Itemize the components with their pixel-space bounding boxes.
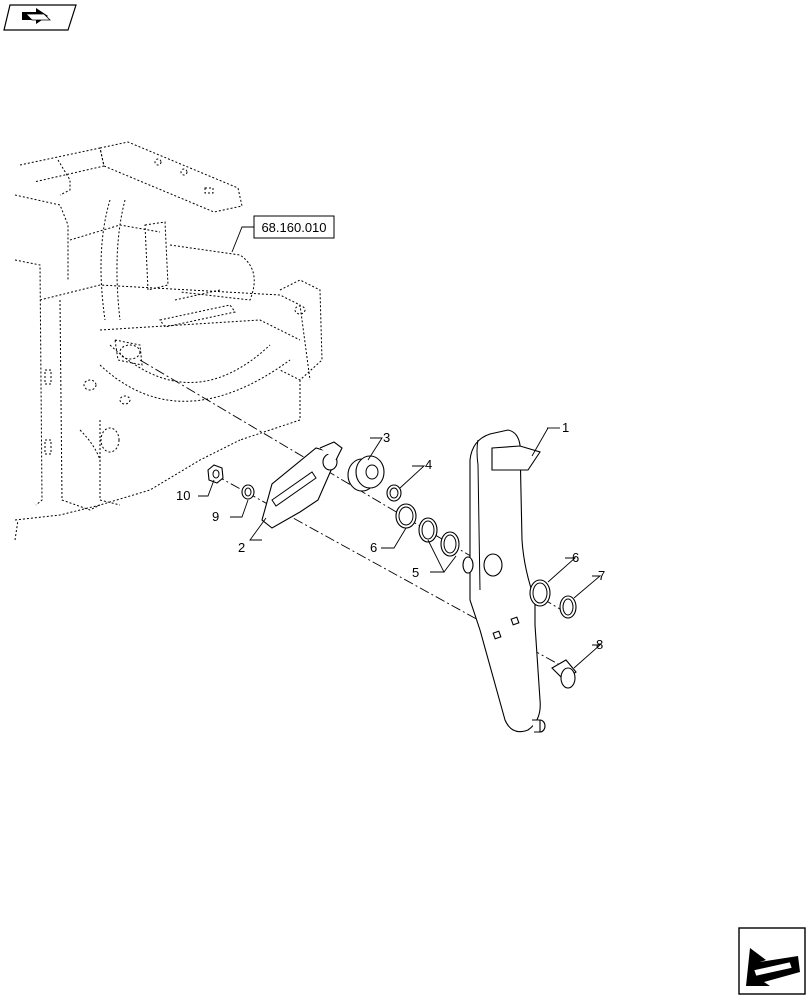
part-4-ring	[386, 484, 402, 502]
callout-7: 7	[598, 568, 605, 583]
part-7-clip	[559, 595, 577, 619]
book-arrow-icon[interactable]	[3, 4, 77, 31]
callout-6b: 6	[572, 550, 579, 565]
part-1-pedal-arm	[462, 429, 546, 733]
callout-10: 10	[176, 488, 190, 503]
reference-label[interactable]: 68.160.010	[231, 215, 335, 253]
callout-4: 4	[425, 457, 432, 472]
part-3-bushing	[347, 455, 385, 492]
reference-label-text: 68.160.010	[261, 220, 326, 235]
navigation-arrow-icon[interactable]	[738, 927, 806, 995]
callout-5: 5	[412, 565, 419, 580]
callout-8: 8	[596, 637, 603, 652]
part-9-washer	[241, 484, 255, 500]
callout-numbers: 1 2 3 4 5 6 6 7 8 9 10	[176, 420, 605, 652]
frame-assembly-outline	[14, 141, 323, 541]
part-2-slotted-bracket	[261, 441, 343, 529]
callout-3: 3	[383, 430, 390, 445]
part-5-shims	[418, 517, 460, 557]
part-8-pin	[551, 659, 577, 689]
callout-leaders	[198, 427, 602, 669]
part-6-washer-right	[529, 579, 551, 607]
callout-1: 1	[562, 420, 569, 435]
callout-6a: 6	[370, 540, 377, 555]
callout-9: 9	[212, 509, 219, 524]
part-6-washer-left	[395, 503, 417, 529]
part-10-nut	[207, 464, 224, 484]
callout-2: 2	[238, 540, 245, 555]
